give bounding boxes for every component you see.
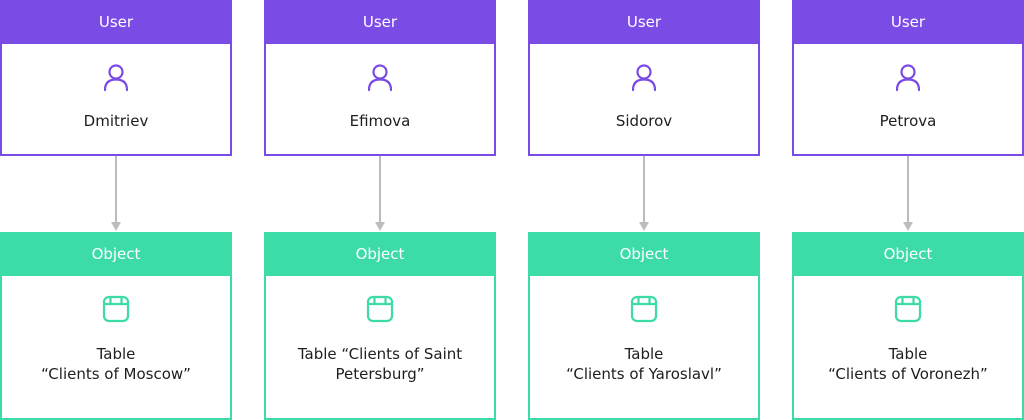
object-label-line-2: Petersburg” [335,365,425,383]
object-card-header: Object [792,232,1024,276]
table-icon [102,295,130,323]
table-icon [630,295,658,323]
object-label-line-1: Table [624,345,664,363]
mapping-column-4: User Petrova Object Table “Clients of Vo… [792,0,1024,420]
user-card: User Dmitriev [0,0,232,156]
mapping-column-1: User Dmitriev Object Table “Clients of M… [0,0,232,420]
connector-arrowhead [639,222,649,231]
object-card-header: Object [0,232,232,276]
user-card-header: User [0,0,232,44]
object-card-header: Object [264,232,496,276]
user-name: Petrova [879,112,937,130]
user-card-header: User [528,0,760,44]
user-card: User Efimova [264,0,496,156]
connector-arrowhead [111,222,121,231]
object-label-line-2: “Clients of Yaroslavl” [566,365,722,383]
user-card: User Sidorov [528,0,760,156]
user-card-header: User [264,0,496,44]
object-label-line-1: Table [888,345,928,363]
mapping-column-2: User Efimova Object Table “Clients of Sa… [264,0,496,420]
user-icon [895,64,921,92]
connector-line [379,156,381,224]
object-card: Object Table “Clients of Saint Petersbur… [264,232,496,420]
object-card-header: Object [528,232,760,276]
object-card: Object Table “Clients of Voronezh” [792,232,1024,420]
table-icon [894,295,922,323]
object-label-line-2: “Clients of Voronezh” [828,365,988,383]
object-label-line-2: “Clients of Moscow” [41,365,191,383]
connector-line [643,156,645,224]
user-icon [367,64,393,92]
connector-line [115,156,117,224]
user-icon [631,64,657,92]
object-label-line-1: Table “Clients of Saint [297,345,463,363]
object-card: Object Table “Clients of Yaroslavl” [528,232,760,420]
user-name: Sidorov [615,112,673,130]
user-card-header: User [792,0,1024,44]
object-label: Table “Clients of Saint Petersburg” [272,344,488,384]
table-icon [366,295,394,323]
object-card: Object Table “Clients of Moscow” [0,232,232,420]
object-label: Table “Clients of Yaroslavl” [536,344,752,384]
connector-arrowhead [375,222,385,231]
connector-line [907,156,909,224]
object-label: Table “Clients of Voronezh” [800,344,1016,384]
object-label-line-1: Table [96,345,136,363]
user-icon [103,64,129,92]
connector-arrowhead [903,222,913,231]
object-label: Table “Clients of Moscow” [8,344,224,384]
user-card: User Petrova [792,0,1024,156]
user-name: Efimova [349,112,411,130]
user-name: Dmitriev [83,112,149,130]
mapping-column-3: User Sidorov Object Table “Clients of Ya… [528,0,760,420]
